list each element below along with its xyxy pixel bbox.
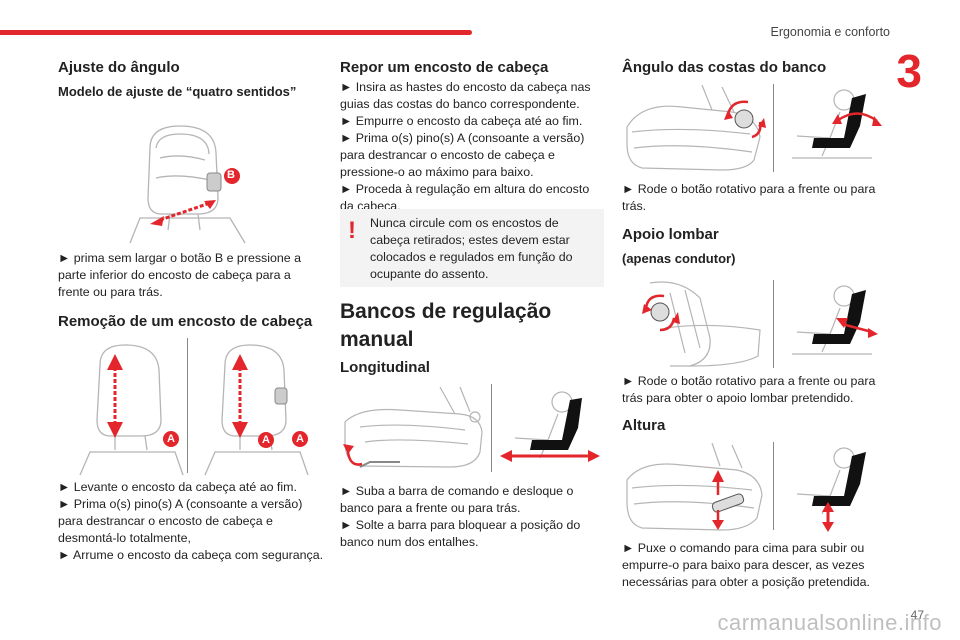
- illustration-divider: [773, 84, 774, 172]
- longitudinal-step: ► Solte a barra para bloquear a posição …: [340, 518, 581, 549]
- angle-instructions: ► prima sem largar o botão B e pressione…: [58, 251, 301, 299]
- section-title-backrest-angle: Ângulo das costas do banco: [622, 59, 827, 76]
- section-title-lumbar: Apoio lombar: [622, 226, 719, 243]
- watermark: carmanualsonline.info: [717, 610, 942, 635]
- height-instructions: ► Puxe o comando para cima para subir ou…: [622, 541, 870, 589]
- reinstall-step: ► Prima o(s) pino(s) A (consoante a vers…: [340, 131, 585, 179]
- reinstall-step: ► Insira as hastes do encosto da cabeça …: [340, 80, 591, 111]
- chapter-number: 3: [896, 45, 922, 97]
- illustration-divider: [773, 442, 774, 530]
- lumbar-instructions: ► Rode o botão rotativo para a frente ou…: [622, 374, 876, 405]
- removal-step: ► Levante o encosto da cabeça até ao fim…: [58, 480, 297, 494]
- occupant-recline-illustration: [792, 89, 882, 159]
- removal-step: ► Prima o(s) pino(s) A (consoante a vers…: [58, 497, 303, 545]
- section-title-longitudinal: Longitudinal: [340, 359, 430, 376]
- label-a-2: A: [262, 434, 270, 446]
- lumbar-knob-illustration: [642, 281, 761, 367]
- illustration-divider: [773, 280, 774, 368]
- occupant-slide-illustration: [500, 391, 600, 462]
- page-number: 47: [910, 608, 924, 622]
- occupant-height-illustration: [796, 447, 866, 532]
- section-subtitle-four-way: Modelo de ajuste de “quatro sentidos”: [58, 84, 297, 99]
- headrest-removal-illustration-2: [204, 344, 309, 476]
- section-title-manual-seats: Bancos de regulação manual: [340, 300, 552, 351]
- reinstall-step: ► Empurre o encosto da cabeça até ao fim…: [340, 114, 583, 128]
- height-lever-illustration: [626, 442, 763, 531]
- warning-box: ! Nunca circule com os encostos de cabeç…: [340, 209, 604, 287]
- section-title-reinstall: Repor um encosto de cabeça: [340, 59, 549, 76]
- removal-step: ► Arrume o encosto da cabeça com seguran…: [58, 548, 324, 562]
- section-title-angle: Ajuste do ângulo: [58, 59, 180, 76]
- occupant-lumbar-illustration: [792, 285, 878, 355]
- headrest-removal-illustration-1: [79, 344, 184, 476]
- chapter-title: Ergonomia e conforto: [770, 25, 890, 39]
- section-title-removal: Remoção de um encosto de cabeça: [58, 313, 313, 330]
- label-a-3: A: [296, 433, 304, 445]
- illustration-divider: [187, 338, 188, 473]
- longitudinal-step: ► Suba a barra de comando e desloque o b…: [340, 484, 574, 515]
- removal-instructions: ► Levante o encosto da cabeça até ao fim…: [58, 479, 326, 564]
- label-b: B: [227, 169, 235, 181]
- reinstall-instructions: ► Insira as hastes do encosto da cabeça …: [340, 79, 606, 215]
- section-subtitle-driver-only: (apenas condutor): [622, 251, 736, 266]
- warning-text: Nunca circule com os encostos de cabeça …: [370, 216, 573, 281]
- backrest-knob-illustration: [626, 84, 766, 171]
- illustration-divider: [491, 384, 492, 472]
- label-a-1: A: [167, 433, 175, 445]
- header-accent-bar: [0, 30, 472, 35]
- longitudinal-instructions: ► Suba a barra de comando e desloque o b…: [340, 483, 606, 551]
- seat-longitudinal-illustration: [343, 386, 483, 468]
- warning-icon: !: [348, 217, 356, 244]
- headrest-tilt-illustration: [129, 125, 246, 244]
- section-title-height: Altura: [622, 417, 666, 434]
- backrest-instructions: ► Rode o botão rotativo para a frente ou…: [622, 182, 876, 213]
